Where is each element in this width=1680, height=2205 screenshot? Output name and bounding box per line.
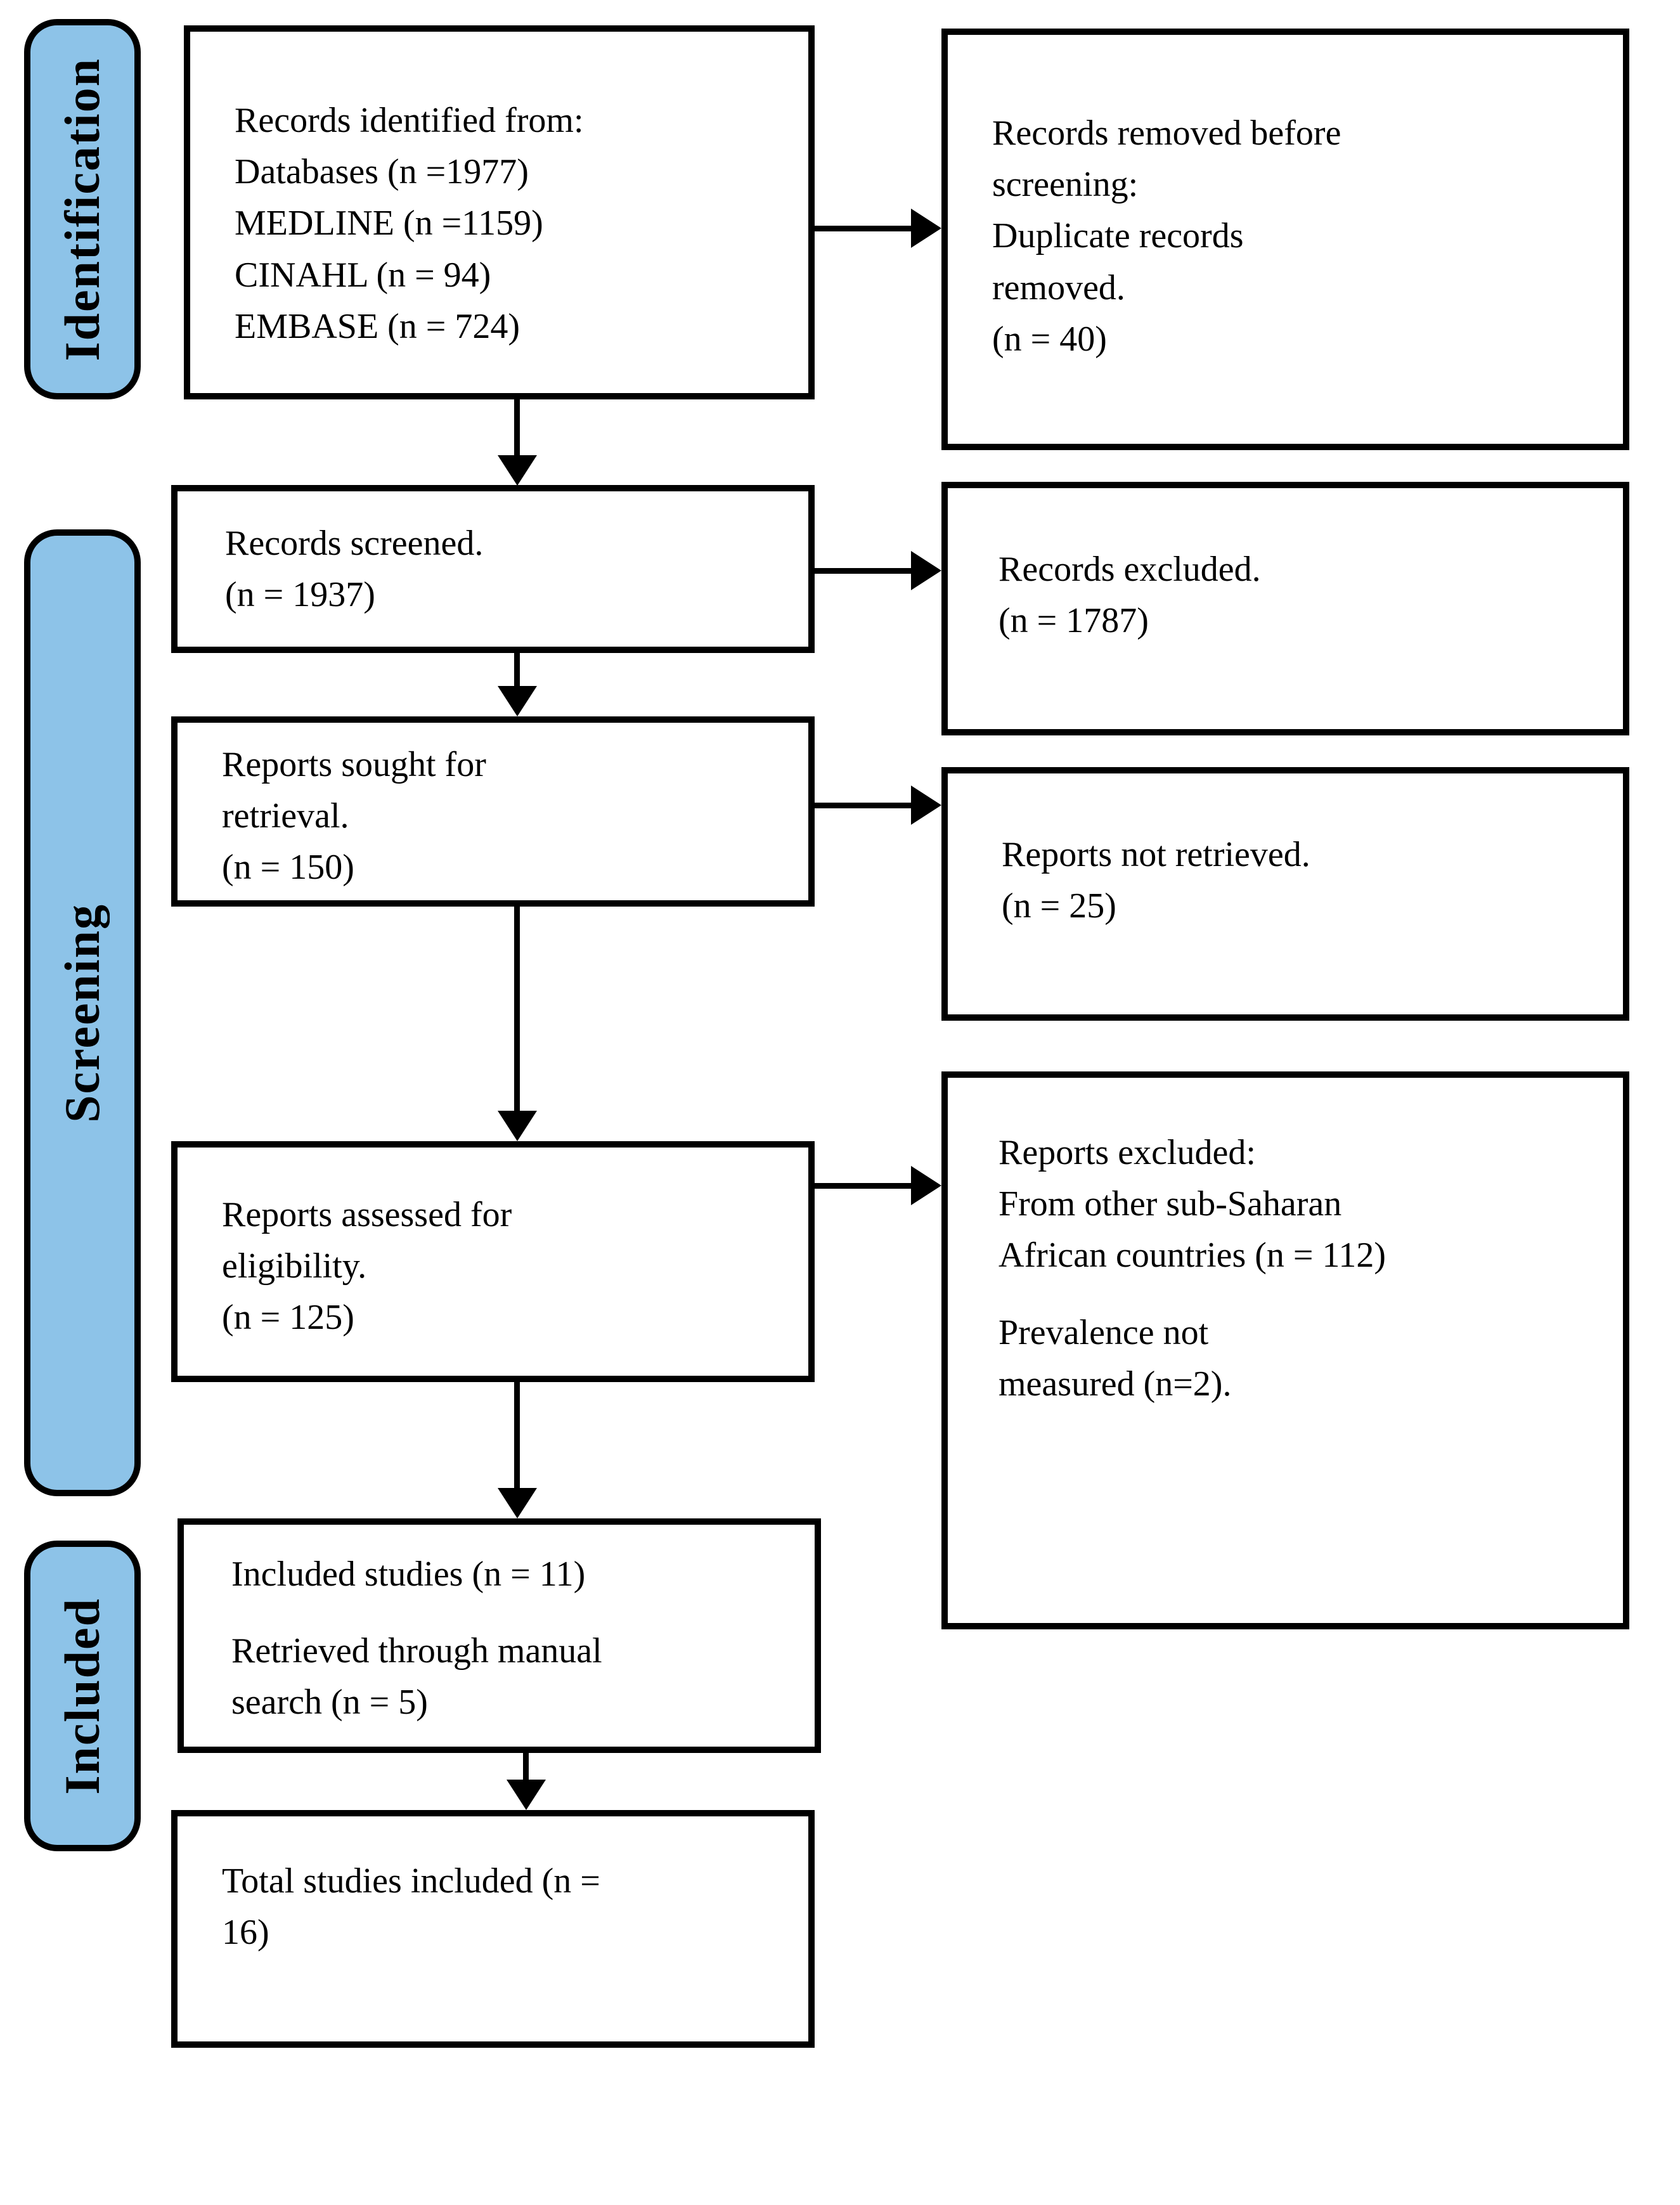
arrow-screened-to-sought-line <box>514 653 520 688</box>
box-text-line: (n = 150) <box>222 848 354 888</box>
arrow-sought-to-not-retrieved-line <box>815 803 913 808</box>
box-records-screened: Records screened. (n = 1937) <box>171 485 815 653</box>
box-text-line: removed. <box>992 268 1125 307</box>
arrow-screened-to-excluded-head <box>911 551 941 590</box>
box-reports-assessed-for-eligibility: Reports assessed for eligibility. (n = 125… <box>171 1141 815 1382</box>
arrow-sought-to-not-retrieved-head <box>911 786 941 825</box>
arrow-included-to-total-head <box>507 1780 546 1810</box>
box-text-line: Records identified from: <box>235 101 584 140</box>
box-text-line <box>998 1282 1610 1307</box>
box-text-line: Records removed before <box>992 113 1341 153</box>
arrow-sought-to-assessed-line <box>514 907 520 1113</box>
box-total-studies-included: Total studies included (n = 16) <box>171 1810 815 2048</box>
arrow-assessed-to-excluded-line <box>815 1183 913 1189</box>
box-text-line: CINAHL (n = 94) <box>235 255 491 295</box>
box-text-line: African countries (n = 112) <box>998 1236 1386 1276</box>
box-text-line: Retrieved through manual <box>231 1631 602 1671</box>
box-reports-sought-for-retrieval: Reports sought for retrieval. (n = 150) <box>171 716 815 907</box>
arrow-identified-to-removed-line <box>815 226 913 231</box>
stage-label-text: Identification <box>55 57 110 361</box>
box-included-studies: Included studies (n = 11) Retrieved throu… <box>178 1518 821 1753</box>
box-text-line: From other sub-Saharan <box>998 1184 1342 1224</box>
box-text-line: EMBASE (n = 724) <box>235 306 520 346</box>
box-text-line: measured (n=2). <box>998 1364 1232 1404</box>
box-text-line: (n = 1787) <box>998 601 1149 641</box>
arrow-assessed-to-included-head <box>498 1488 537 1518</box>
box-text-line: screening: <box>992 165 1139 205</box>
stage-label-screening: Screening <box>24 529 141 1496</box>
stage-label-identification: Identification <box>24 19 141 399</box>
arrow-screened-to-excluded-line <box>815 568 913 574</box>
box-text-line: search (n = 5) <box>231 1683 428 1723</box>
box-text-line: Included studies (n = 11) <box>231 1555 586 1594</box>
stage-label-text: Screening <box>55 903 110 1123</box>
box-text-line: Reports sought for <box>222 745 486 784</box>
box-text-line <box>231 1600 802 1626</box>
box-records-excluded: Records excluded. (n = 1787) <box>941 482 1629 735</box>
box-text-line: MEDLINE (n =1159) <box>235 204 543 243</box>
box-text-line: Reports not retrieved. <box>1002 835 1310 874</box>
arrow-identified-to-screened-line <box>514 399 520 456</box>
box-text-line: Databases (n =1977) <box>235 152 529 192</box>
arrow-included-to-total-line <box>523 1753 529 1781</box>
arrow-assessed-to-excluded-head <box>911 1166 941 1205</box>
box-text-line: Records screened. <box>225 524 484 563</box>
box-text-line: Records excluded. <box>998 550 1261 589</box>
arrow-assessed-to-included-line <box>514 1382 520 1490</box>
box-records-identified: Records identified from: Databases (n =19… <box>184 25 815 399</box>
box-text-line: Prevalence not <box>998 1312 1209 1352</box>
box-text-line: Duplicate records <box>992 216 1244 256</box>
box-text-line: Total studies included (n = <box>222 1861 600 1901</box>
box-text-line: (n = 1937) <box>225 575 375 615</box>
stage-label-text: Included <box>55 1597 110 1795</box>
box-text-line: (n = 125) <box>222 1298 354 1338</box>
box-text-line: 16) <box>222 1913 269 1953</box>
arrow-identified-to-screened-head <box>498 455 537 486</box>
box-records-removed-before-screening: Records removed before screening: Duplicat… <box>941 29 1629 450</box>
box-text-line: Reports assessed for <box>222 1195 512 1234</box>
arrow-sought-to-assessed-head <box>498 1111 537 1141</box>
box-text-line: (n = 25) <box>1002 886 1116 926</box>
box-text-line: retrieval. <box>222 796 349 836</box>
arrow-identified-to-removed-head <box>911 209 941 248</box>
stage-label-included: Included <box>24 1541 141 1851</box>
arrow-screened-to-sought-head <box>498 686 537 716</box>
box-reports-not-retrieved: Reports not retrieved. (n = 25) <box>941 767 1629 1021</box>
box-text-line: Reports excluded: <box>998 1133 1256 1172</box>
box-text-line: (n = 40) <box>992 319 1107 359</box>
box-text-line: eligibility. <box>222 1246 367 1286</box>
